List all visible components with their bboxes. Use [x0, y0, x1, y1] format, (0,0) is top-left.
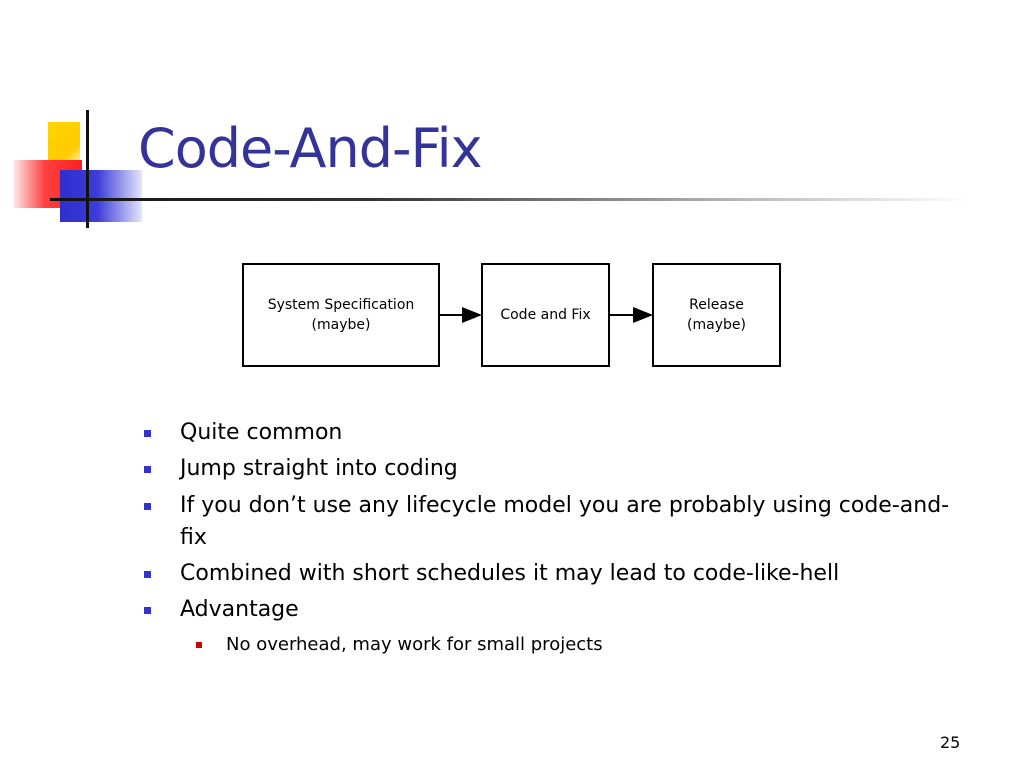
bullet-square-icon [144, 430, 151, 437]
yellow-square-decoration [48, 122, 80, 164]
box-label-line1: System Specification [267, 297, 415, 313]
system-specification-box: System Specification (maybe) [242, 263, 440, 367]
slide-title: Code-And-Fix [138, 117, 483, 180]
title-underline [50, 198, 970, 201]
code-and-fix-box: Code and Fix [481, 263, 610, 367]
vertical-rule [86, 110, 89, 228]
bullet-text: Jump straight into coding [180, 456, 458, 481]
bullet-text: Advantage [180, 597, 299, 622]
bullet-square-icon [144, 607, 151, 614]
box-label-line2: (maybe) [311, 317, 371, 333]
blue-square-decoration [60, 170, 142, 222]
bullet-text-continuation: fix [180, 525, 207, 550]
bullet-text: Quite common [180, 420, 343, 445]
box-label-line1: Code and Fix [500, 307, 591, 323]
bullet-text: Combined with short schedules it may lea… [180, 561, 840, 586]
sub-bullet-text: No overhead, may work for small projects [226, 634, 603, 655]
bullet-square-icon [144, 503, 151, 510]
box-label-line1: Release [689, 297, 744, 313]
page-number: 25 [940, 733, 961, 752]
bullet-square-icon [144, 466, 151, 473]
release-box: Release (maybe) [652, 263, 781, 367]
bullet-text: If you don’t use any lifecycle model you… [180, 493, 950, 518]
bullet-square-icon [144, 571, 151, 578]
sub-bullet-square-icon [196, 642, 202, 648]
box-label-line2: (maybe) [687, 317, 746, 333]
